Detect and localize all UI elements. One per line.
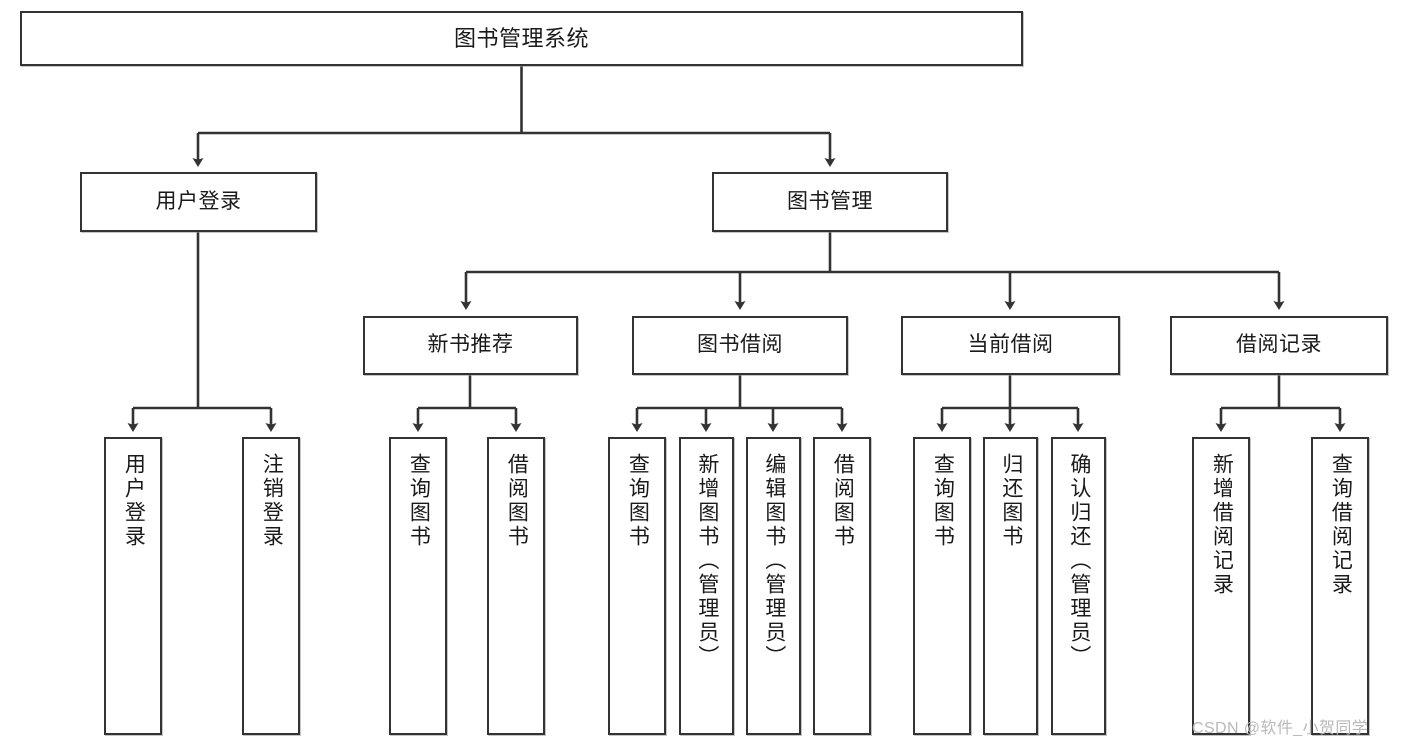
leaf-borrow-edit-book-admin[interactable]: 编辑图书（管理员）: [746, 437, 801, 735]
leaf-user-login-signout[interactable]: 注销登录: [242, 437, 300, 735]
node-label: 注销登录: [260, 453, 284, 549]
node-label: 新增借阅记录: [1210, 453, 1234, 597]
node-label: 归还图书: [999, 453, 1023, 549]
node-current-borrowing[interactable]: 当前借阅: [901, 316, 1120, 375]
node-label: 确认归还（管理员）: [1067, 453, 1091, 669]
node-user-login[interactable]: 用户登录: [80, 172, 317, 232]
node-label: 当前借阅: [967, 333, 1054, 357]
node-book-management[interactable]: 图书管理: [712, 172, 948, 232]
leaf-new-books-query[interactable]: 查询图书: [389, 437, 447, 735]
node-label: 图书借阅: [697, 333, 783, 357]
node-label: 编辑图书（管理员）: [762, 453, 786, 669]
leaf-current-confirm-return-admin[interactable]: 确认归还（管理员）: [1051, 437, 1106, 735]
leaf-user-login-signin[interactable]: 用户登录: [104, 437, 162, 735]
leaf-borrow-borrow-book[interactable]: 借阅图书: [813, 437, 871, 735]
leaf-current-query-book[interactable]: 查询图书: [913, 437, 971, 735]
node-borrowing-records[interactable]: 借阅记录: [1170, 316, 1388, 375]
node-label: 借阅记录: [1236, 333, 1322, 357]
watermark: CSDN @软件_小贺同学: [1192, 720, 1369, 737]
leaf-borrow-add-book-admin[interactable]: 新增图书（管理员）: [679, 437, 734, 735]
leaf-new-books-borrow[interactable]: 借阅图书: [487, 437, 545, 735]
node-label: 新书推荐: [427, 333, 514, 357]
node-label: 借阅图书: [831, 453, 855, 549]
leaf-borrow-query-book[interactable]: 查询图书: [608, 437, 666, 735]
leaf-records-add-record[interactable]: 新增借阅记录: [1192, 437, 1250, 735]
node-label: 查询图书: [407, 453, 431, 549]
node-label: 用户登录: [122, 453, 146, 549]
node-label: 新增图书（管理员）: [695, 453, 719, 669]
node-label: 用户登录: [155, 189, 242, 213]
leaf-records-query-record[interactable]: 查询借阅记录: [1311, 437, 1369, 735]
node-root-system[interactable]: 图书管理系统: [20, 11, 1023, 66]
node-label: 图书管理: [787, 189, 873, 213]
node-label: 查询图书: [931, 453, 955, 549]
node-book-borrowing[interactable]: 图书借阅: [632, 316, 848, 375]
node-label: 查询借阅记录: [1329, 453, 1353, 597]
node-label: 查询图书: [626, 453, 650, 549]
node-label: 借阅图书: [505, 453, 529, 549]
leaf-current-return-book[interactable]: 归还图书: [983, 437, 1038, 735]
node-label: 图书管理系统: [453, 25, 589, 51]
node-new-book-recommendation[interactable]: 新书推荐: [363, 316, 578, 375]
